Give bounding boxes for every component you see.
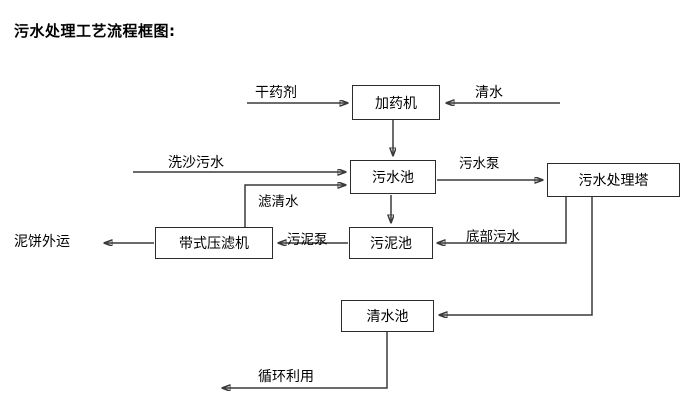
edge-label-filtered-clear-water: 滤清水 bbox=[258, 194, 299, 210]
node-clean-water-pool[interactable]: 清水池 bbox=[341, 300, 434, 332]
node-wastewater-pool[interactable]: 污水池 bbox=[350, 160, 436, 194]
edge-label-bottom-wastewater: 底部污水 bbox=[466, 229, 520, 245]
node-belt-filter-press[interactable]: 带式压滤机 bbox=[155, 227, 273, 259]
terminal-mud-cake-out: 泥饼外运 bbox=[14, 234, 70, 250]
page-title: 污水处理工艺流程框图: bbox=[14, 22, 176, 40]
node-label-wastewater-pool: 污水池 bbox=[372, 170, 414, 186]
edge-label-sludge-pump: 污泥泵 bbox=[287, 232, 328, 248]
node-label-clean-water-pool: 清水池 bbox=[366, 309, 409, 325]
node-label-dosing-machine: 加药机 bbox=[375, 95, 417, 112]
node-label-belt-filter-press: 带式压滤机 bbox=[179, 236, 249, 252]
edge-tower-to-clean-water-pool bbox=[439, 197, 593, 315]
terminal-recycle-use: 循环利用 bbox=[258, 369, 314, 385]
node-sludge-pool[interactable]: 污泥池 bbox=[349, 227, 433, 259]
node-dosing-machine[interactable]: 加药机 bbox=[352, 85, 440, 120]
node-label-treatment-tower: 污水处理塔 bbox=[578, 173, 649, 189]
node-treatment-tower[interactable]: 污水处理塔 bbox=[547, 163, 680, 197]
edge-label-wastewater-pump: 污水泵 bbox=[459, 156, 500, 172]
terminal-sand-wash-wastewater: 洗沙污水 bbox=[168, 155, 224, 171]
terminal-dry-chemical: 干药剂 bbox=[255, 85, 297, 101]
terminal-clean-water-in: 清水 bbox=[475, 85, 503, 101]
node-label-sludge-pool: 污泥池 bbox=[370, 236, 412, 252]
